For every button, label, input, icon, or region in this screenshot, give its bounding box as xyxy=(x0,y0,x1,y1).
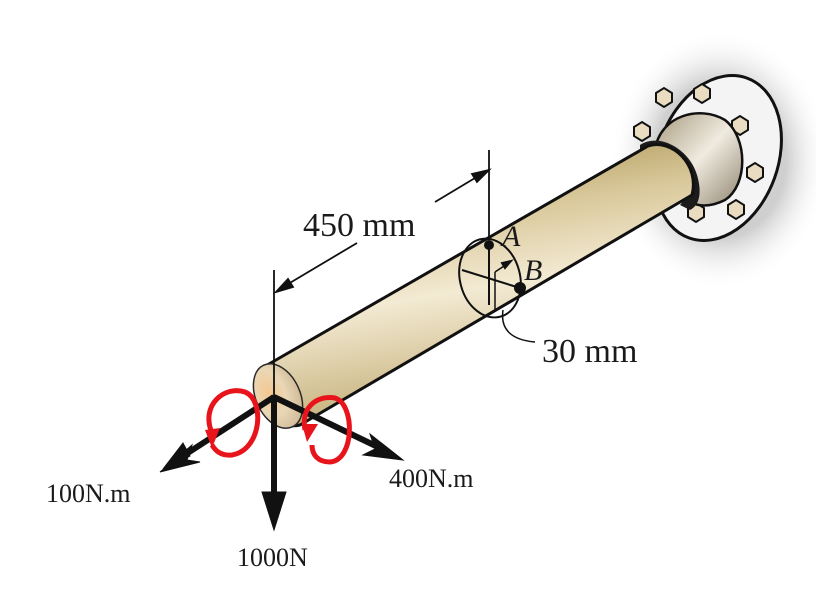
force-label: 1000N xyxy=(237,543,308,572)
moment-right-label: 400N.m xyxy=(389,464,474,493)
moment-axis-right xyxy=(272,394,382,451)
bolt-icon xyxy=(746,161,764,184)
point-a-label: A xyxy=(500,220,521,253)
moment-arc-left xyxy=(206,388,261,458)
point-b-marker xyxy=(514,282,526,294)
bolt-icon xyxy=(727,198,745,221)
moment-arc-right xyxy=(301,394,352,465)
bolt-icon xyxy=(693,82,711,105)
length-dimension-label: 450 mm xyxy=(303,207,415,244)
moment-left-label: 100N.m xyxy=(46,479,131,508)
force-arrowhead xyxy=(261,491,287,532)
shaft xyxy=(260,143,695,428)
moment-arc-left-head xyxy=(205,428,220,448)
point-b-label: B xyxy=(524,254,542,287)
moment-arcs xyxy=(205,388,352,465)
load-arrows xyxy=(159,394,405,532)
moment-axis-right-arrowhead xyxy=(361,432,405,461)
moment-axis-left xyxy=(178,394,276,461)
bolt-icon xyxy=(655,86,673,109)
radius-dimension-label: 30 mm xyxy=(542,333,637,370)
section-view xyxy=(458,237,536,343)
dimension-450 xyxy=(273,150,492,400)
moment-arc-right-head xyxy=(302,424,318,442)
bolt-icon xyxy=(633,120,651,143)
point-a-marker xyxy=(484,240,494,250)
